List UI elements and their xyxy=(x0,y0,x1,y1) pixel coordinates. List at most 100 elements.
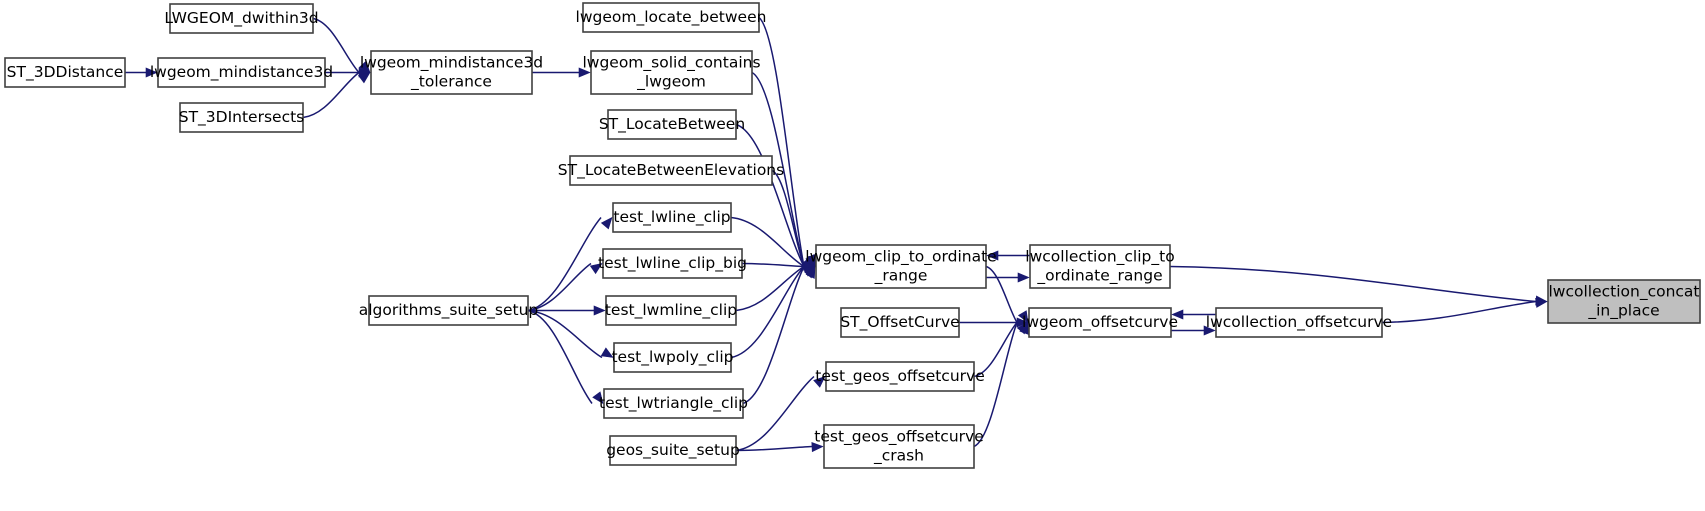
graph-edge-geos_suite_setup--test_geos_offsetcurve xyxy=(735,375,826,452)
node-label-lwgeom_mindistance3d_tol: _tolerance xyxy=(410,73,492,92)
node-label-test_lwline_clip: test_lwline_clip xyxy=(613,208,730,227)
graph-node-lwcollection_concat_in_place[interactable]: lwcollection_concat_in_place xyxy=(1547,279,1701,324)
edge-layer xyxy=(125,16,1548,453)
graph-edge-st_offsetcurve--lwgeom_offsetcurve xyxy=(959,317,1029,328)
node-box-lwgeom_offsetcurve[interactable] xyxy=(1028,307,1172,338)
node-label-algorithms_suite_setup: algorithms_suite_setup xyxy=(359,301,539,320)
node-box-lwcollection_offsetcurve[interactable] xyxy=(1215,307,1383,338)
node-label-lwgeom_locate_between: lwgeom_locate_between xyxy=(576,8,767,27)
node-box-lwgeom_mindistance3d[interactable] xyxy=(157,57,326,88)
graph-node-test_geos_offsetcurve_crash[interactable]: test_geos_offsetcurve_crash xyxy=(814,424,984,469)
edge-arrowhead xyxy=(1017,310,1029,324)
edge-line xyxy=(527,217,602,312)
edge-line xyxy=(312,17,360,74)
graph-edge-geos_suite_setup--test_geos_offsetcurve_crash xyxy=(735,442,824,453)
edge-line xyxy=(527,309,593,404)
node-box-test_geos_offsetcurve[interactable] xyxy=(825,361,975,392)
edge-line xyxy=(302,71,360,119)
edge-line xyxy=(985,265,1018,323)
graph-node-test_lwpoly_clip[interactable]: test_lwpoly_clip xyxy=(611,342,734,373)
graph-edge-lwgeom_clip_to_ordinate--lwcollection_clip_to_ord xyxy=(986,272,1030,283)
edge-line xyxy=(741,262,805,268)
graph-node-test_lwtriangle_clip[interactable]: test_lwtriangle_clip xyxy=(599,388,748,419)
node-box-test_lwpoly_clip[interactable] xyxy=(613,342,732,373)
edge-arrowhead xyxy=(811,442,824,453)
graph-node-test_lwline_clip_big[interactable]: test_lwline_clip_big xyxy=(598,248,747,279)
node-box-lwgeom_clip_to_ordinate[interactable] xyxy=(815,244,987,289)
node-label-lwgeom_solid_contains: lwgeom_solid_contains xyxy=(582,54,760,73)
graph-edge-test_geos_offsetcurve_crash--lwgeom_offsetcurve xyxy=(973,321,1029,448)
graph-node-geos_suite_setup[interactable]: geos_suite_setup xyxy=(606,435,740,466)
graph-node-lwgeom_clip_to_ordinate[interactable]: lwgeom_clip_to_ordinate_range xyxy=(805,244,997,289)
graph-edge-test_lwpoly_clip--lwgeom_clip_to_ordinate xyxy=(730,265,816,359)
graph-node-test_lwmline_clip[interactable]: test_lwmline_clip xyxy=(605,295,737,326)
graph-edge-lwgeom_clip_to_ordinate--lwgeom_offsetcurve xyxy=(985,265,1029,324)
graph-node-lwcollection_offsetcurve[interactable]: lwcollection_offsetcurve xyxy=(1206,307,1392,338)
node-label-st_locatebetweenelevations: ST_LocateBetweenElevations xyxy=(558,161,784,180)
graph-node-st_offsetcurve[interactable]: ST_OffsetCurve xyxy=(840,307,960,338)
edge-line xyxy=(742,266,805,405)
node-box-st_3dintersects[interactable] xyxy=(179,102,304,133)
edge-arrowhead xyxy=(600,347,614,358)
node-box-test_lwmline_clip[interactable] xyxy=(605,295,737,326)
edge-arrowhead xyxy=(986,250,999,261)
node-label-lwcollection_offsetcurve: lwcollection_offsetcurve xyxy=(1206,313,1392,332)
node-label-lwcollection_concat_in_place: lwcollection_concat xyxy=(1548,283,1699,302)
graph-node-st_locatebetweenelevations[interactable]: ST_LocateBetweenElevations xyxy=(558,155,784,186)
node-label-test_lwmline_clip: test_lwmline_clip xyxy=(605,301,737,320)
graph-edge-algorithms_suite_setup--test_lwpoly_clip xyxy=(527,309,614,359)
graph-edge-lwcollection_offsetcurve--lwgeom_offsetcurve xyxy=(1171,309,1216,320)
graph-edge-lwcollection_clip_to_ord--lwgeom_clip_to_ordinate xyxy=(986,250,1030,261)
node-box-lwgeom_mindistance3d_tol[interactable] xyxy=(370,50,533,95)
graph-node-st_3dintersects[interactable]: ST_3DIntersects xyxy=(179,102,305,133)
node-label-lwgeom_mindistance3d_tol: lwgeom_mindistance3d xyxy=(360,54,543,73)
graph-node-lwgeom_offsetcurve[interactable]: lwgeom_offsetcurve xyxy=(1022,307,1178,338)
graph-edge-lwgeom_mindistance3d_tol--lwgeom_solid_contains xyxy=(532,67,591,78)
edge-arrowhead xyxy=(357,72,371,84)
edge-line xyxy=(735,265,805,312)
node-box-lwcollection_clip_to_ord[interactable] xyxy=(1029,244,1171,289)
node-box-test_lwline_clip_big[interactable] xyxy=(602,248,743,279)
node-box-test_lwline_clip[interactable] xyxy=(612,202,732,233)
graph-edge-algorithms_suite_setup--test_lwtriangle_clip xyxy=(527,309,604,405)
node-box-st_locatebetweenelevations[interactable] xyxy=(569,155,773,186)
node-label-lwgeom_dwithin3d: LWGEOM_dwithin3d xyxy=(164,9,318,28)
edge-arrowhead xyxy=(593,305,606,316)
graph-node-lwgeom_locate_between[interactable]: lwgeom_locate_between xyxy=(576,2,767,33)
node-label-test_geos_offsetcurve_crash: _crash xyxy=(873,447,924,466)
edge-arrowhead xyxy=(1017,272,1030,283)
edge-line xyxy=(735,123,805,267)
graph-node-test_geos_offsetcurve[interactable]: test_geos_offsetcurve xyxy=(815,361,985,392)
edge-arrowhead xyxy=(600,216,613,230)
graph-node-test_lwline_clip[interactable]: test_lwline_clip xyxy=(612,202,732,233)
node-box-st_offsetcurve[interactable] xyxy=(840,307,960,338)
edge-line xyxy=(1169,265,1537,303)
node-box-lwcollection_concat_in_place[interactable] xyxy=(1547,279,1701,324)
graph-edge-algorithms_suite_setup--test_lwmline_clip xyxy=(528,305,606,316)
edge-arrowhead xyxy=(358,60,371,74)
node-label-lwcollection_concat_in_place: _in_place xyxy=(1587,302,1659,321)
node-box-algorithms_suite_setup[interactable] xyxy=(368,295,529,326)
graph-node-st_locatebetween[interactable]: ST_LocateBetween xyxy=(599,109,745,140)
graph-node-lwgeom_mindistance3d[interactable]: lwgeom_mindistance3d xyxy=(150,57,333,88)
edge-arrowhead xyxy=(1171,309,1184,320)
node-label-st_locatebetween: ST_LocateBetween xyxy=(599,115,745,134)
graph-node-lwgeom_dwithin3d[interactable]: LWGEOM_dwithin3d xyxy=(164,3,319,34)
node-box-st_3ddistance[interactable] xyxy=(4,57,126,88)
graph-node-lwcollection_clip_to_ord[interactable]: lwcollection_clip_to_ordinate_range xyxy=(1025,244,1175,289)
edge-line xyxy=(1381,300,1537,324)
node-box-lwgeom_dwithin3d[interactable] xyxy=(169,3,314,34)
graph-node-lwgeom_solid_contains[interactable]: lwgeom_solid_contains_lwgeom xyxy=(582,50,761,95)
edge-line xyxy=(735,445,813,452)
node-box-lwgeom_solid_contains[interactable] xyxy=(590,50,753,95)
graph-node-st_3ddistance[interactable]: ST_3DDistance xyxy=(4,57,126,88)
graph-node-lwgeom_mindistance3d_tol[interactable]: lwgeom_mindistance3d_tolerance xyxy=(360,50,543,95)
node-box-test_lwtriangle_clip[interactable] xyxy=(603,388,744,419)
node-box-test_geos_offsetcurve_crash[interactable] xyxy=(823,424,975,469)
node-box-geos_suite_setup[interactable] xyxy=(609,435,737,466)
node-box-st_locatebetween[interactable] xyxy=(607,109,737,140)
graph-edge-st_3dintersects--lwgeom_mindistance3d_tol xyxy=(302,71,371,119)
graph-edge-st_3ddistance--lwgeom_mindistance3d xyxy=(125,67,158,78)
node-box-lwgeom_locate_between[interactable] xyxy=(582,2,760,33)
graph-node-algorithms_suite_setup[interactable]: algorithms_suite_setup xyxy=(359,295,539,326)
